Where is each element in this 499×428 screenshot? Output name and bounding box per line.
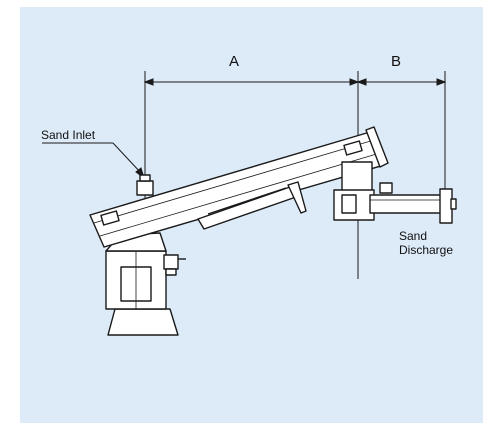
side-motor-cap	[165, 268, 177, 276]
support-rail-stub	[287, 181, 307, 214]
discharge-column	[341, 161, 373, 193]
diagram-panel: A B Sand Inlet Sand Discharge	[20, 7, 483, 423]
sand-classifier-drawing	[20, 7, 483, 423]
inlet-hopper-box	[136, 180, 154, 196]
dim-b-arrow-right	[436, 78, 447, 86]
sand-inlet-label: Sand Inlet	[41, 128, 96, 142]
side-motor-body	[163, 254, 179, 270]
dim-a-arrow-right	[349, 78, 360, 86]
dimension-b-label: B	[391, 53, 402, 70]
trough-end-inspection-left	[100, 210, 120, 226]
dim-a-arrow-left	[143, 78, 154, 86]
inlet-hopper-cap	[139, 174, 151, 182]
classifier-machine	[89, 126, 457, 336]
discharge-motor	[341, 194, 357, 214]
sand-discharge-label-line1: Sand	[399, 229, 428, 243]
discharge-bracket-top	[379, 182, 393, 194]
sand-inlet-leader	[112, 142, 143, 175]
trough-end-cap	[365, 126, 389, 168]
sand-discharge-label-line2: Discharge	[399, 243, 454, 257]
discharge-flange	[439, 188, 453, 224]
trough-inner-line	[93, 139, 375, 224]
support-rail-mid	[207, 187, 287, 215]
dimension-a-label: A	[229, 53, 240, 70]
tank-cone	[107, 308, 179, 336]
dim-b-arrow-left	[356, 78, 367, 86]
discharge-end-cap	[450, 198, 457, 210]
trough-shaft-line	[99, 152, 381, 237]
trough-end-inspection-right	[343, 140, 363, 156]
discharge-pipe	[369, 194, 447, 214]
